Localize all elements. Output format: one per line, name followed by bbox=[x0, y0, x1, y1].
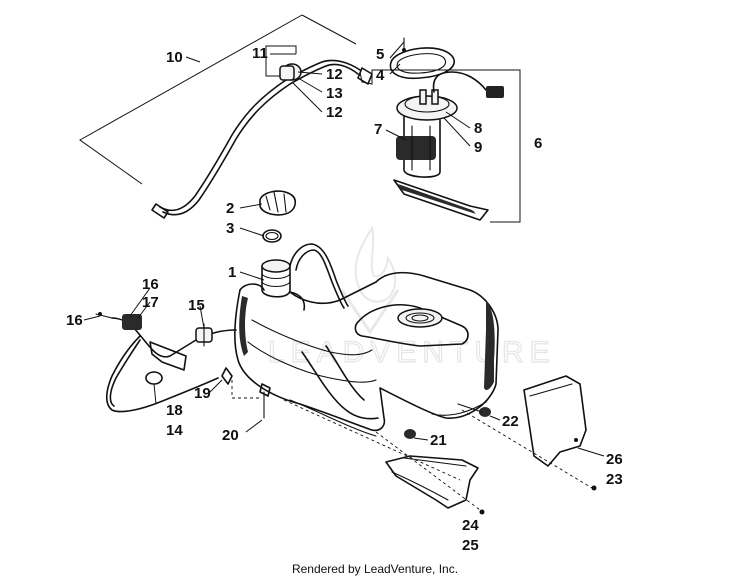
callout-24b: 24 bbox=[462, 517, 479, 534]
callout-13: 13 bbox=[326, 85, 343, 102]
vent-hose-assembly bbox=[151, 59, 373, 219]
callout-10: 10 bbox=[166, 49, 183, 66]
callout-12b: 12 bbox=[326, 104, 343, 121]
callout-17: 16 bbox=[142, 276, 159, 293]
callout-25: 25 bbox=[462, 537, 479, 554]
callout-21: 20 bbox=[222, 427, 239, 444]
footer-credit: Rendered by LeadVenture, Inc. bbox=[291, 562, 459, 576]
tank-vent-line bbox=[289, 243, 349, 309]
callout-9: 9 bbox=[474, 139, 482, 156]
leadventure-watermark: LEADVENTURE bbox=[267, 225, 556, 370]
callout-23: 22 bbox=[502, 413, 519, 430]
callout-15: 15 bbox=[188, 297, 205, 314]
callout-18: 17 bbox=[142, 294, 159, 311]
fuel-line-assembly bbox=[95, 312, 271, 419]
callout-5: 5 bbox=[376, 46, 384, 63]
watermark-text: LEADVENTURE bbox=[268, 336, 556, 369]
callout-labels: 10 11 12 13 12 5 4 7 8 9 6 2 3 1 16 17 1… bbox=[66, 45, 623, 554]
callout-4: 4 bbox=[376, 67, 385, 84]
callout-12a: 12 bbox=[326, 66, 343, 83]
fuel-tank bbox=[234, 259, 499, 437]
callout-6: 6 bbox=[534, 135, 542, 152]
bracket-10 bbox=[79, 14, 357, 185]
filler-cap bbox=[259, 190, 297, 243]
callout-2: 2 bbox=[226, 200, 234, 217]
callout-22: 21 bbox=[430, 432, 447, 449]
callout-3: 3 bbox=[226, 220, 234, 237]
callout-14: 14 bbox=[166, 422, 183, 439]
bracket-11 bbox=[265, 45, 297, 77]
callout-20: 19 bbox=[194, 385, 211, 402]
heat-shield-rear bbox=[523, 375, 587, 467]
grommets bbox=[404, 403, 491, 439]
callout-8: 8 bbox=[474, 120, 482, 137]
callout-24a: 23 bbox=[606, 471, 623, 488]
callout-16: 16 bbox=[66, 312, 83, 329]
heat-shield-front bbox=[385, 455, 479, 509]
callout-26: 26 bbox=[606, 451, 623, 468]
callout-11: 11 bbox=[252, 45, 268, 62]
callout-1: 1 bbox=[228, 264, 236, 281]
callout-7: 7 bbox=[374, 121, 382, 138]
leader-lines bbox=[83, 41, 605, 457]
fuel-pump-assembly bbox=[359, 37, 521, 223]
alignment-lines bbox=[231, 380, 593, 511]
screws-24 bbox=[479, 485, 597, 515]
callout-19: 18 bbox=[166, 402, 183, 419]
